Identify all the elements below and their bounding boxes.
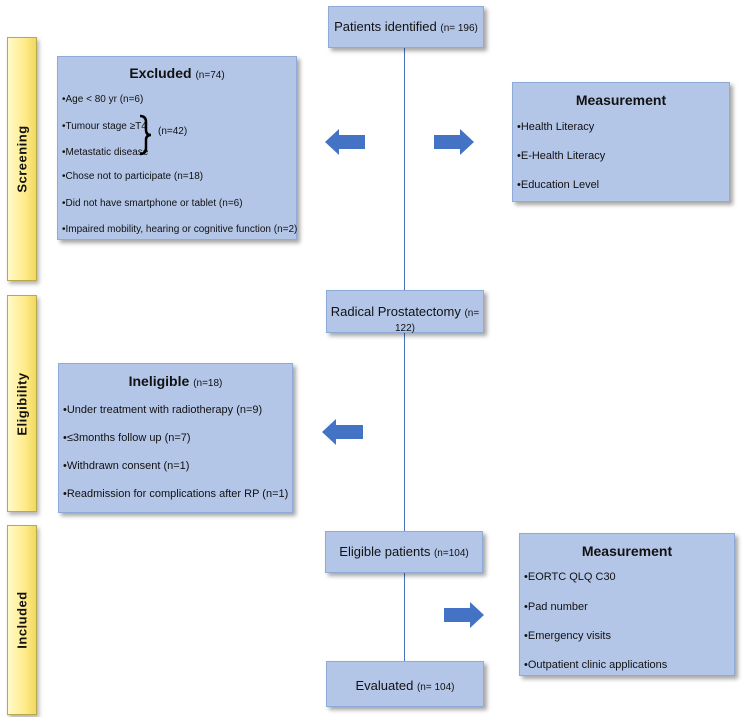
measurement-item-health-literacy: •Health Literacy (517, 121, 595, 133)
ineligible-item-follow-up: •≤3months follow up (n=7) (63, 432, 191, 444)
measurement-box-screening: Measurement •Health Literacy •E-Health L… (512, 82, 730, 202)
eligible-patients-box: Eligible patients (n=104) (325, 531, 483, 573)
excluded-item-impaired: •Impaired mobility, hearing or cognitive… (62, 224, 298, 235)
measurement-item-pad-number: •Pad number (524, 601, 588, 613)
eligible-patients-label: Eligible patients (339, 544, 431, 559)
excluded-item-chose-not: •Chose not to participate (n=18) (62, 171, 204, 182)
arrow-right-measurement-included-icon (444, 602, 484, 628)
eligible-patients-count: (n=104) (433, 548, 469, 559)
measurement-item-ehealth-literacy: •E-Health Literacy (517, 150, 606, 162)
side-label-included-text: Included (14, 591, 30, 649)
excluded-count: (n=74) (195, 70, 225, 81)
measurement-title-screening: Measurement (575, 92, 667, 108)
excluded-item-age: •Age < 80 yr (n=6) (62, 94, 144, 105)
evaluated-label: Evaluated (355, 678, 414, 693)
arrow-left-ineligible-icon (322, 419, 363, 445)
excluded-item-metastatic: •Metastatic disease (62, 147, 149, 158)
ineligible-box: Ineligible (n=18) •Under treatment with … (58, 363, 293, 513)
excluded-item-no-smartphone: •Did not have smartphone or tablet (n=6) (62, 198, 243, 209)
ineligible-count: (n=18) (193, 378, 223, 389)
evaluated-count: (n= 104) (416, 682, 455, 693)
measurement-title-included: Measurement (581, 543, 673, 559)
radical-prostatectomy-box: Radical Prostatectomy (n= 122) (326, 290, 484, 334)
ineligible-item-readmission: •Readmission for complications after RP … (63, 488, 289, 500)
side-label-eligibility-text: Eligibility (14, 371, 30, 436)
measurement-item-emergency: •Emergency visits (524, 630, 611, 642)
excluded-item-tumour: •Tumour stage ≥T4 (62, 121, 147, 132)
ineligible-item-withdrawn: •Withdrawn consent (n=1) (63, 460, 190, 472)
connector-middle (404, 333, 405, 533)
measurement-item-eortc: •EORTC QLQ C30 (524, 571, 616, 583)
patients-identified-label: Patients identified (334, 19, 437, 34)
arrow-left-excluded-icon (325, 129, 365, 155)
excluded-title: Excluded (129, 65, 192, 81)
evaluated-box: Evaluated (n= 104) (326, 661, 484, 707)
radical-prostatectomy-count: (n= 122) (394, 308, 480, 334)
side-label-eligibility: Eligibility (7, 295, 37, 512)
side-label-screening-text: Screening (14, 125, 30, 193)
ineligible-title: Ineligible (128, 373, 190, 389)
curly-brace-icon (139, 114, 152, 156)
excluded-bracket-count: (n=42) (158, 126, 188, 137)
measurement-box-included: Measurement •EORTC QLQ C30 •Pad number •… (519, 533, 735, 676)
patients-identified-count: (n= 196) (440, 23, 478, 34)
arrow-right-measurement-icon (434, 129, 474, 155)
excluded-box: Excluded (n=74) •Age < 80 yr (n=6) •Tumo… (57, 56, 297, 240)
measurement-item-education: •Education Level (517, 179, 600, 191)
patients-identified-box: Patients identified (n= 196) (328, 6, 484, 48)
side-label-included: Included (7, 525, 37, 715)
ineligible-item-radiotherapy: •Under treatment with radiotherapy (n=9) (63, 404, 263, 416)
connector-top (404, 48, 405, 290)
measurement-item-outpatient: •Outpatient clinic applications (524, 659, 668, 671)
side-label-screening: Screening (7, 37, 37, 281)
radical-prostatectomy-label: Radical Prostatectomy (330, 304, 461, 319)
connector-bottom (404, 571, 405, 661)
